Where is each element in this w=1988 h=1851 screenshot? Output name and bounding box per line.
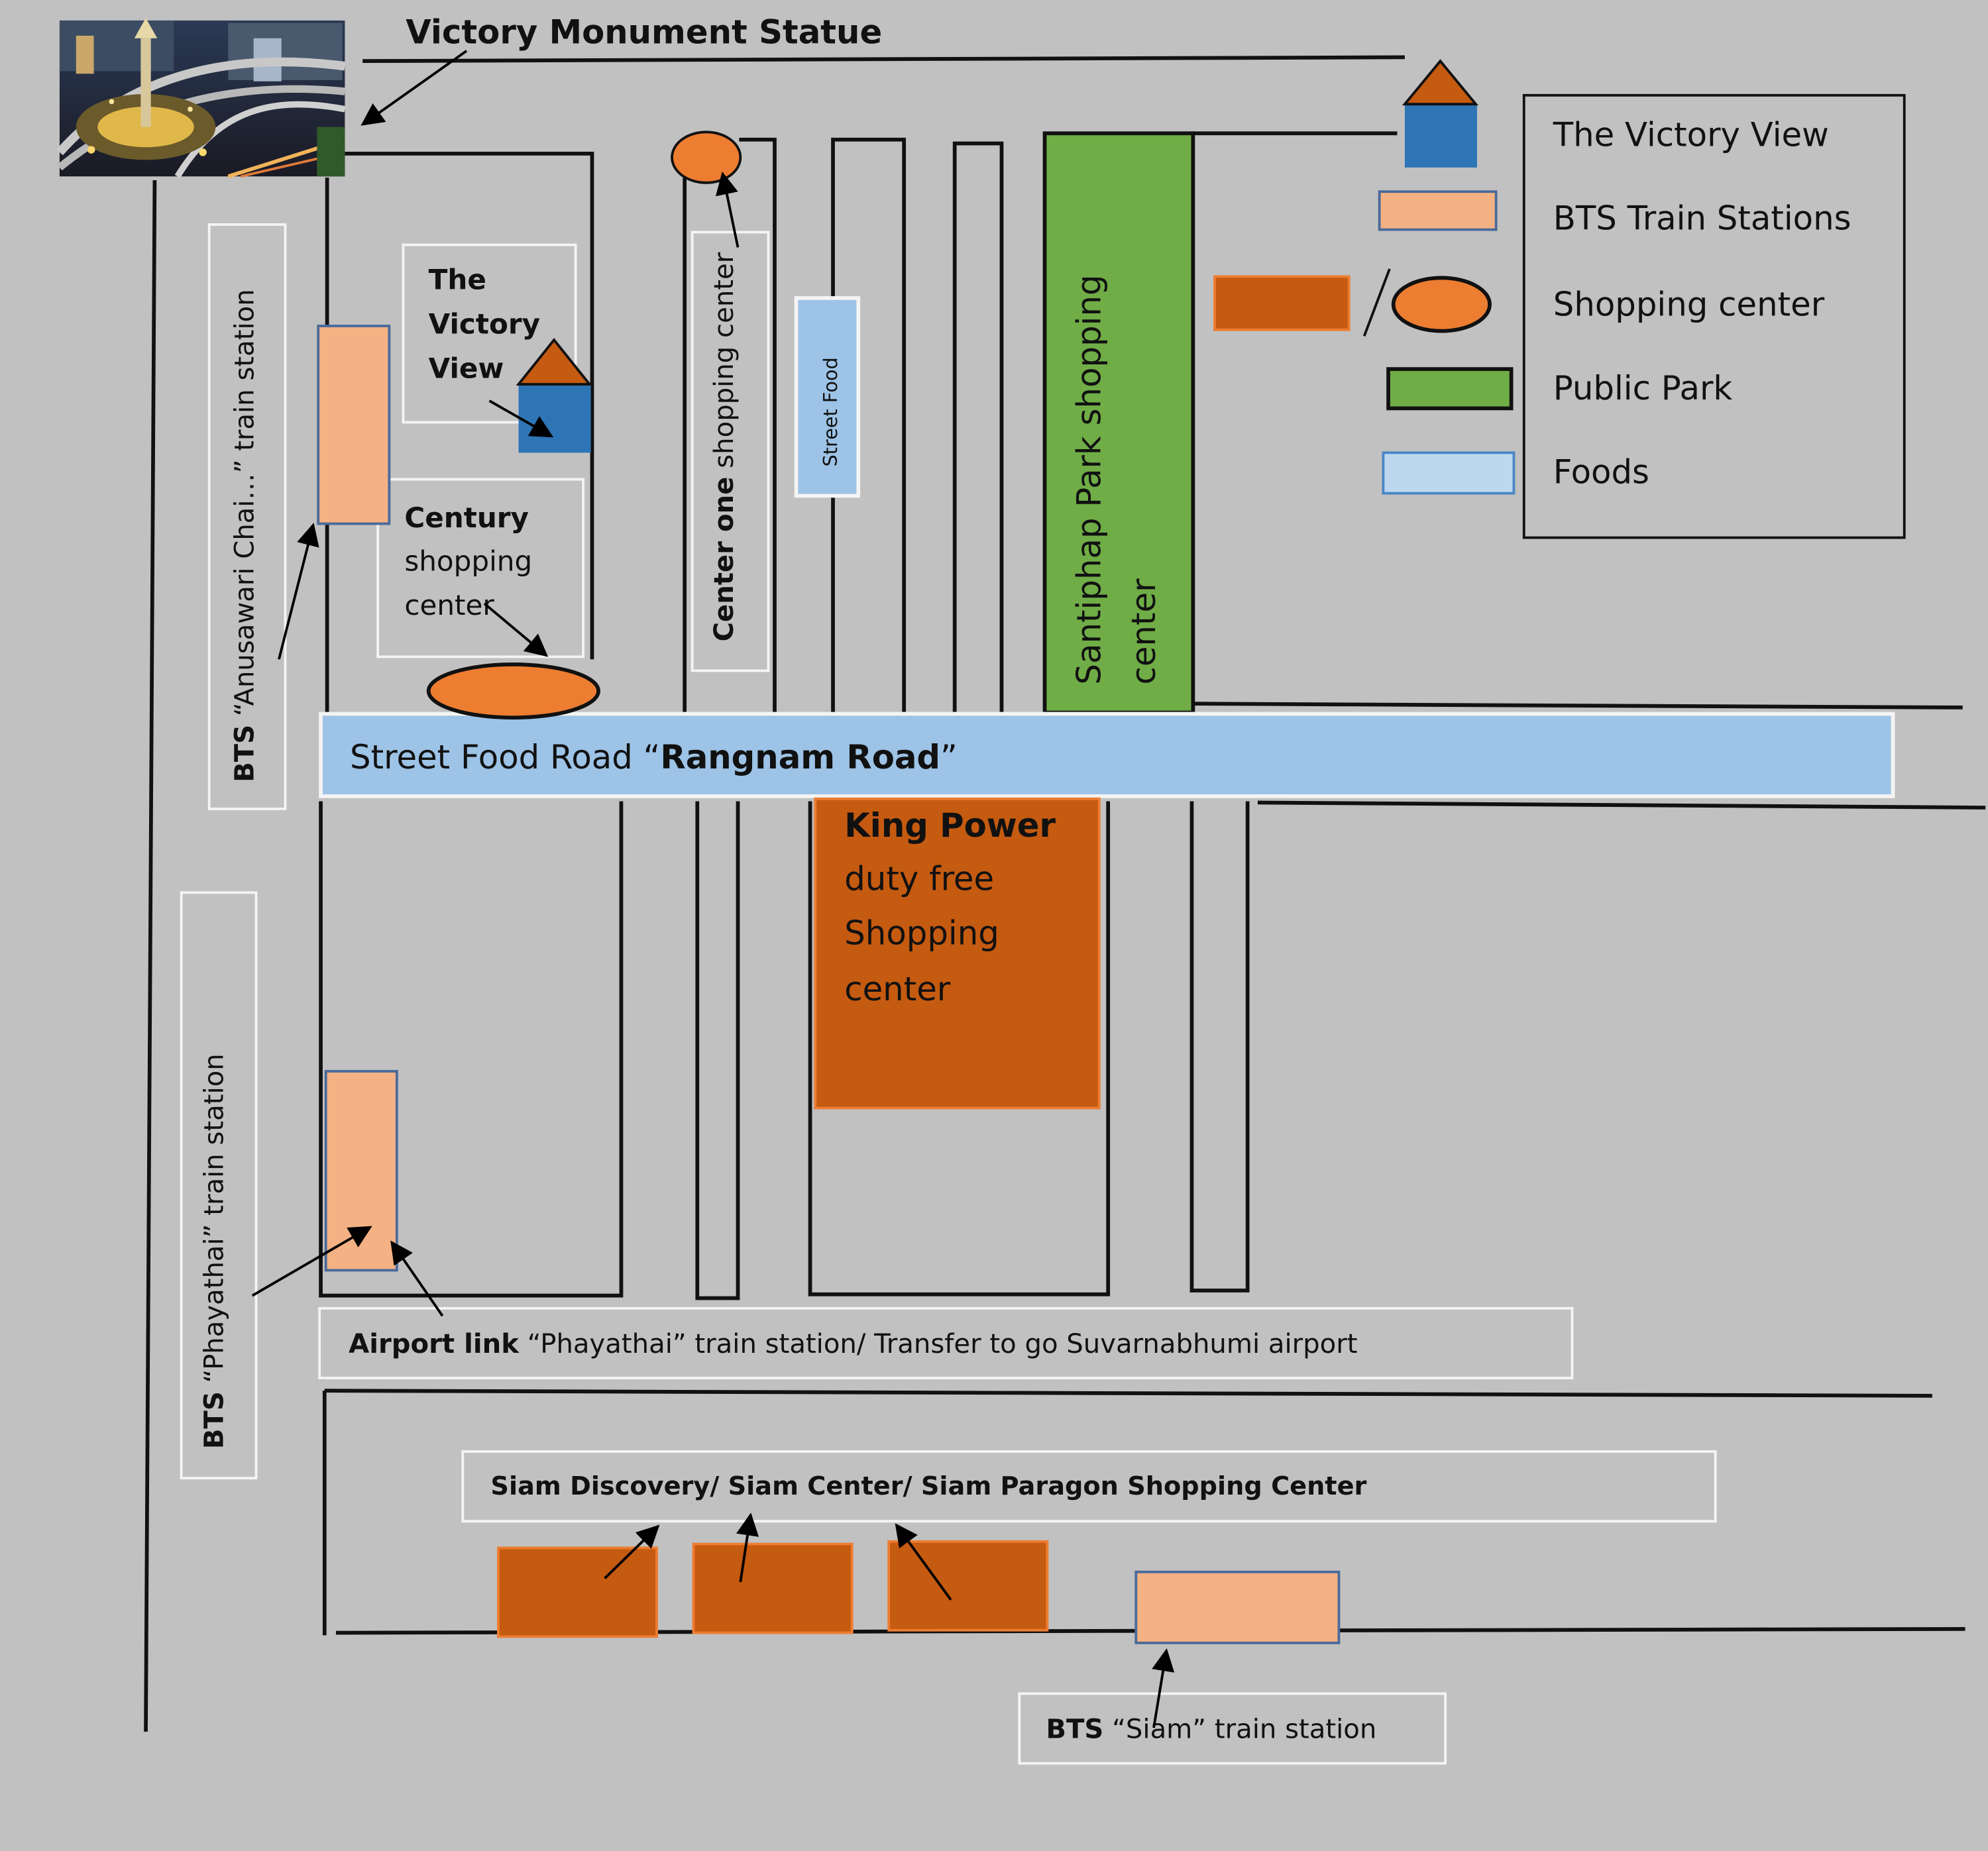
santiphap-label-line2: center bbox=[1125, 578, 1163, 685]
arrow-siam-discovery bbox=[604, 1524, 660, 1579]
victory-view-icon bbox=[516, 338, 592, 453]
siam-discovery-block bbox=[497, 1546, 658, 1638]
legend-shopping-rect-swatch bbox=[1213, 275, 1351, 331]
legend-box bbox=[1522, 93, 1906, 539]
road-lower-1 bbox=[319, 801, 624, 1298]
legend-item-victory-view: The Victory View bbox=[1553, 115, 1829, 154]
arrow-siam-center bbox=[736, 1512, 759, 1583]
king-power-label-3: Shopping bbox=[844, 914, 999, 953]
legend-victory-view-icon bbox=[1402, 59, 1479, 168]
santiphap-park bbox=[1042, 131, 1195, 715]
rangnam-road bbox=[319, 712, 1895, 798]
legend-item-foods: Foods bbox=[1553, 452, 1649, 491]
century-label-1: Century bbox=[404, 502, 529, 534]
pointer-arrows bbox=[251, 50, 1175, 1728]
century-label-2: shopping bbox=[404, 545, 532, 577]
title: Victory Monument Statue bbox=[406, 13, 882, 51]
legend-item-bts: BTS Train Stations bbox=[1553, 199, 1851, 238]
legend-item-shopping: Shopping center bbox=[1553, 286, 1825, 324]
legend-shopping-oval-swatch bbox=[1391, 276, 1492, 333]
victory-view-label-3: View bbox=[429, 352, 504, 384]
road-block-2b bbox=[739, 137, 777, 713]
arrow-bts-siam bbox=[1152, 1648, 1175, 1728]
legend-shopping-slash bbox=[1362, 268, 1391, 337]
bts-phayathai-label-box bbox=[180, 891, 258, 1480]
airport-link-label-box bbox=[318, 1306, 1574, 1379]
bts-siam-label-box bbox=[1018, 1692, 1447, 1765]
king-power-label-2: duty free bbox=[844, 859, 994, 898]
siam-center-block bbox=[692, 1542, 854, 1634]
road-lower-4 bbox=[1189, 801, 1250, 1293]
road-block-4 bbox=[952, 141, 1004, 713]
rangnam-road-label: Street Food Road “Rangnam Road” bbox=[350, 738, 958, 776]
arrow-century bbox=[483, 602, 549, 657]
road-right-top bbox=[1194, 702, 1963, 710]
street-food-label: Street Food bbox=[819, 357, 842, 466]
road-lower-2 bbox=[695, 801, 740, 1300]
road-right-mid bbox=[1257, 800, 1986, 810]
legend-park-swatch bbox=[1386, 367, 1514, 411]
arrow-siam-paragon bbox=[895, 1523, 952, 1601]
airport-link-label: Airport link “Phayathai” train station/ … bbox=[349, 1329, 1357, 1359]
street-food-block bbox=[794, 296, 861, 498]
center-one-label-box bbox=[690, 231, 770, 672]
victory-monument-photo bbox=[56, 18, 346, 178]
king-power-label-4: center bbox=[844, 970, 951, 1008]
legend-food-swatch bbox=[1382, 451, 1516, 495]
king-power-shopping bbox=[814, 797, 1101, 1110]
arrow-center-one bbox=[715, 172, 740, 248]
arrow-title-to-photo bbox=[360, 50, 468, 126]
century-shopping-oval bbox=[426, 662, 600, 720]
siam-paragon-block bbox=[887, 1540, 1049, 1632]
arrow-phayathai-airport bbox=[390, 1240, 444, 1317]
road-left-far bbox=[144, 180, 157, 1732]
bts-anusawari-label-box bbox=[207, 223, 287, 810]
victory-view-label-2: Victory bbox=[429, 308, 540, 341]
century-label-box bbox=[376, 478, 585, 659]
legend-bts-swatch bbox=[1378, 190, 1498, 231]
bts-siam-station bbox=[1134, 1570, 1341, 1644]
road-lower-3 bbox=[808, 801, 1111, 1296]
road-top bbox=[362, 55, 1405, 64]
road-block-1 bbox=[345, 151, 594, 660]
bts-anusawari-label: BTS “Anusawari Chai…” train station bbox=[230, 289, 260, 782]
bts-phayathai-station bbox=[324, 1070, 398, 1272]
bts-siam-label: BTS “Siam” train station bbox=[1046, 1714, 1376, 1744]
bts-phayathai-label: BTS “Phayathai” train station bbox=[199, 1053, 230, 1449]
legend-item-park: Public Park bbox=[1553, 369, 1733, 407]
center-one-oval bbox=[671, 131, 742, 184]
center-one-label: Center one shopping center bbox=[709, 252, 740, 641]
bts-anusawari-station bbox=[317, 325, 391, 525]
siam-shopping-label: Siam Discovery/ Siam Center/ Siam Parago… bbox=[490, 1471, 1366, 1501]
road-airport-lower bbox=[324, 1389, 1932, 1398]
santiphap-label-line1: Santiphap Park shopping bbox=[1070, 274, 1109, 684]
century-label-3: center bbox=[404, 589, 494, 621]
king-power-label-1: King Power bbox=[844, 806, 1056, 845]
victory-view-label-box bbox=[402, 243, 577, 424]
arrow-phayathai-bts bbox=[251, 1226, 372, 1297]
victory-view-label-1: The bbox=[429, 264, 486, 296]
siam-shopping-label-box bbox=[461, 1450, 1717, 1523]
arrow-victory-view bbox=[488, 399, 554, 438]
arrow-anusawari bbox=[278, 523, 319, 660]
